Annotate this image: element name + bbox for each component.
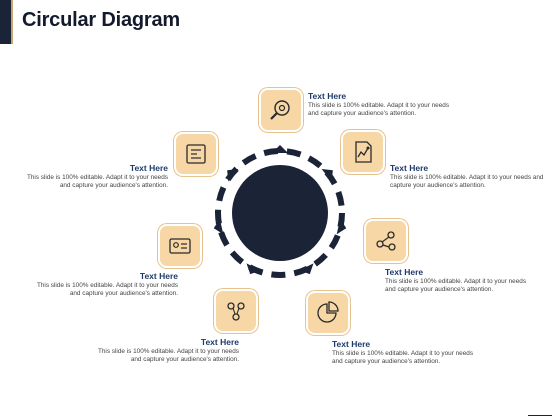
ring-arrow-icon: [227, 169, 239, 182]
profile-card-icon: [169, 238, 191, 254]
pie-chart-icon-box: [308, 293, 348, 333]
outer-ring: [215, 148, 345, 278]
center-circle: [232, 165, 328, 261]
ring-arrow-icon: [336, 218, 347, 235]
title-accent-bar: [0, 0, 13, 44]
item-5-desc: This slide is 100% editable. Adapt it to…: [97, 348, 239, 364]
pie-chart-icon: [317, 301, 339, 323]
item-2-desc: This slide is 100% editable. Adapt it to…: [390, 174, 544, 190]
item-5-title: Text Here: [200, 337, 239, 347]
item-3-desc: This slide is 100% editable. Adapt it to…: [385, 278, 527, 294]
chart-document-icon: [355, 141, 372, 163]
ring-arrows: [213, 145, 347, 275]
ring-arrow-icon: [272, 145, 288, 153]
team-icon: [227, 302, 245, 321]
item-2-title: Text Here: [390, 163, 429, 173]
item-6-title: Text Here: [139, 271, 178, 281]
item-7-desc: This slide is 100% editable. Adapt it to…: [26, 174, 168, 190]
search-gear-icon-box: [261, 90, 301, 130]
report-icon: [186, 144, 206, 164]
team-icon-box: [216, 291, 256, 331]
item-7-title: Text Here: [129, 163, 168, 173]
item-1-desc: This slide is 100% editable. Adapt it to…: [308, 102, 450, 118]
item-1-title: Text Here: [308, 91, 347, 101]
network-nodes-icon: [376, 231, 396, 251]
item-4-title: Text Here: [332, 339, 371, 349]
profile-card-icon-box: [160, 226, 200, 266]
ring-arrow-icon: [299, 263, 314, 275]
item-3-title: Text Here: [385, 267, 424, 277]
footer-line: [528, 415, 552, 416]
network-nodes-icon-box: [366, 221, 406, 261]
ring-arrow-icon: [213, 218, 224, 235]
chart-document-icon-box: [343, 132, 383, 172]
search-gear-icon: [270, 100, 290, 120]
item-6-desc: This slide is 100% editable. Adapt it to…: [36, 282, 178, 298]
item-4-desc: This slide is 100% editable. Adapt it to…: [332, 350, 474, 366]
page-title: Circular Diagram: [22, 9, 180, 31]
ring-arrow-icon: [246, 263, 261, 275]
ring-arrow-icon: [321, 169, 333, 182]
report-icon-box: [176, 134, 216, 174]
